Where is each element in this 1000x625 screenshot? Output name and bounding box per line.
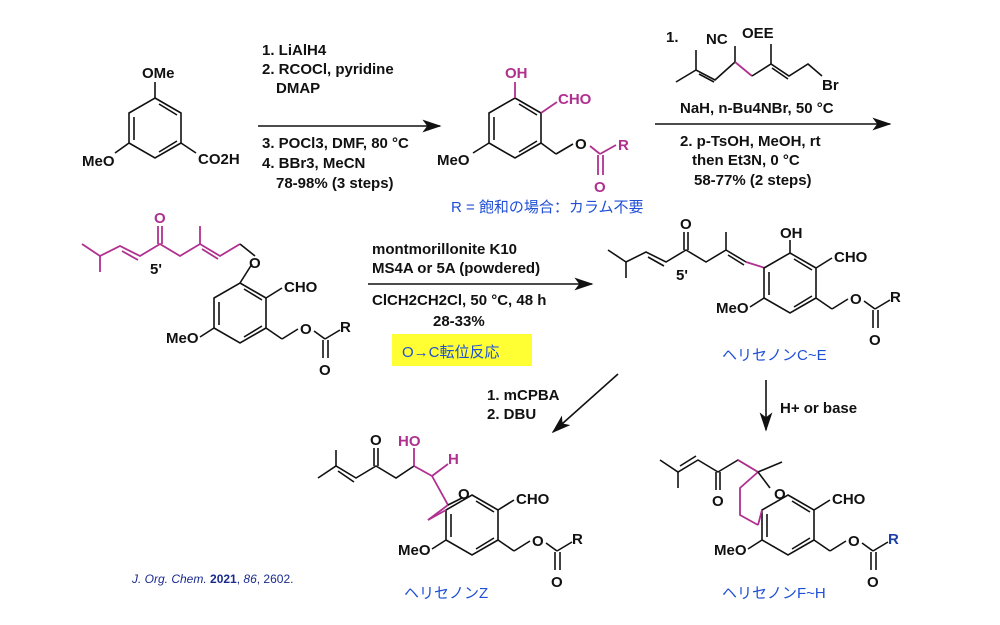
carbonyl-o-label: O: [869, 332, 881, 349]
compound-dimethoxybenzoic-acid: OMe MeO CO2H: [82, 65, 240, 170]
reagent-line: NaH, n-Bu4NBr, 50 °C: [680, 100, 834, 117]
ho-label: HO: [398, 433, 421, 450]
r-group-label: R: [340, 319, 351, 336]
cho-label: CHO: [832, 491, 866, 508]
reagent-line: montmorillonite K10: [372, 241, 517, 258]
highlight-box: [392, 334, 532, 366]
meo-label: MeO: [437, 152, 470, 169]
r-group-label: R: [888, 531, 899, 548]
step3-conditions: montmorillonite K10 MS4A or 5A (powdered…: [368, 241, 594, 366]
compound-helisenone-c-e: O 5' OH CHO MeO O R O ヘリセノンC~E: [607, 216, 901, 364]
reagent-line: 1. LiAlH4: [262, 42, 327, 59]
reagent-line: 1. mCPBA: [487, 387, 560, 404]
r-group-label: R: [618, 137, 629, 154]
position-label: 5': [150, 261, 162, 278]
acid-label: CO2H: [198, 151, 240, 168]
yield-label: 58-77% (2 steps): [694, 172, 812, 189]
ome-label: OMe: [142, 65, 175, 82]
oh-label: OH: [505, 65, 528, 82]
ester-o-label: O: [575, 136, 587, 153]
reagent-line: 2. DBU: [487, 406, 536, 423]
compound-name: ヘリセノンC~E: [722, 347, 827, 364]
step5-conditions: H+ or base: [759, 380, 857, 432]
compound-helisenone-z: O HO H O CHO MeO O R O ヘリセノンZ: [317, 432, 583, 602]
ether-o-label: O: [249, 255, 261, 272]
r-group-label: R: [572, 531, 583, 548]
reagent-line: then Et3N, 0 °C: [692, 152, 800, 169]
carbonyl-o-label: O: [594, 179, 606, 196]
ketone-o-label: O: [680, 216, 692, 233]
ester-o-label: O: [532, 533, 544, 550]
yield-label: 28-33%: [433, 313, 485, 330]
position-label: 5': [676, 267, 688, 284]
carbonyl-o-label: O: [319, 362, 331, 379]
nc-label: NC: [706, 31, 728, 48]
compound-name: ヘリセノンZ: [404, 585, 488, 602]
citation: J. Org. Chem. 2021, 86, 2602.: [131, 572, 293, 586]
step4-conditions: 1. mCPBA 2. DBU: [487, 373, 619, 434]
rearrangement-label: O→C転位反応: [402, 344, 500, 361]
ester-o-label: O: [300, 321, 312, 338]
reaction-arrow: [551, 373, 619, 434]
ketone-o-label: O: [712, 493, 724, 510]
reagent-line: 2. p-TsOH, MeOH, rt: [680, 133, 821, 150]
reagent-line: H+ or base: [780, 400, 857, 417]
oee-label: OEE: [742, 25, 774, 42]
step-number: 1.: [666, 29, 679, 46]
h-label: H: [448, 451, 459, 468]
oh-label: OH: [780, 225, 803, 242]
step2-conditions: 1. NC OEE Br NaH, n-Bu4NBr, 50 °C 2. p-T…: [655, 25, 892, 189]
reagent-line: 2. RCOCl, pyridine: [262, 61, 394, 78]
carbonyl-o-label: O: [867, 574, 879, 591]
cho-label: CHO: [516, 491, 550, 508]
reagent-line: 4. BBr3, MeCN: [262, 155, 365, 172]
ring-o-label: O: [774, 486, 786, 503]
ketone-o-label: O: [154, 210, 166, 227]
reagent-line: DMAP: [276, 80, 320, 97]
r-group-label: R: [890, 289, 901, 306]
ring-o-label: O: [458, 486, 470, 503]
meo-label: MeO: [398, 542, 431, 559]
meo-label: MeO: [166, 330, 199, 347]
reagent-line: 3. POCl3, DMF, 80 °C: [262, 135, 409, 152]
yield-label: 78-98% (3 steps): [276, 175, 394, 192]
compound-salicylaldehyde-ester: OH CHO MeO O R O: [437, 65, 629, 196]
ester-o-label: O: [850, 291, 862, 308]
carbonyl-o-label: O: [551, 574, 563, 591]
ketone-o-label: O: [370, 432, 382, 449]
compound-name: ヘリセノンF~H: [722, 585, 826, 602]
br-label: Br: [822, 77, 839, 94]
reagent-line: MS4A or 5A (powdered): [372, 260, 540, 277]
meo-label: MeO: [716, 300, 749, 317]
r-group-note: R = 飽和の場合：カラム不要: [451, 199, 643, 216]
step1-conditions: 1. LiAlH4 2. RCOCl, pyridine DMAP 3. POC…: [258, 42, 442, 192]
compound-helisenone-f-h: O O CHO MeO O R O ヘリセノンF~H: [659, 455, 899, 602]
cho-label: CHO: [834, 249, 868, 266]
cho-label: CHO: [284, 279, 318, 296]
compound-aryl-ether: O 5' O CHO MeO O R O: [81, 210, 351, 379]
reagent-line: ClCH2CH2Cl, 50 °C, 48 h: [372, 292, 546, 309]
cho-label: CHO: [558, 91, 592, 108]
meo-label: MeO: [82, 153, 115, 170]
meo-label: MeO: [714, 542, 747, 559]
ester-o-label: O: [848, 533, 860, 550]
